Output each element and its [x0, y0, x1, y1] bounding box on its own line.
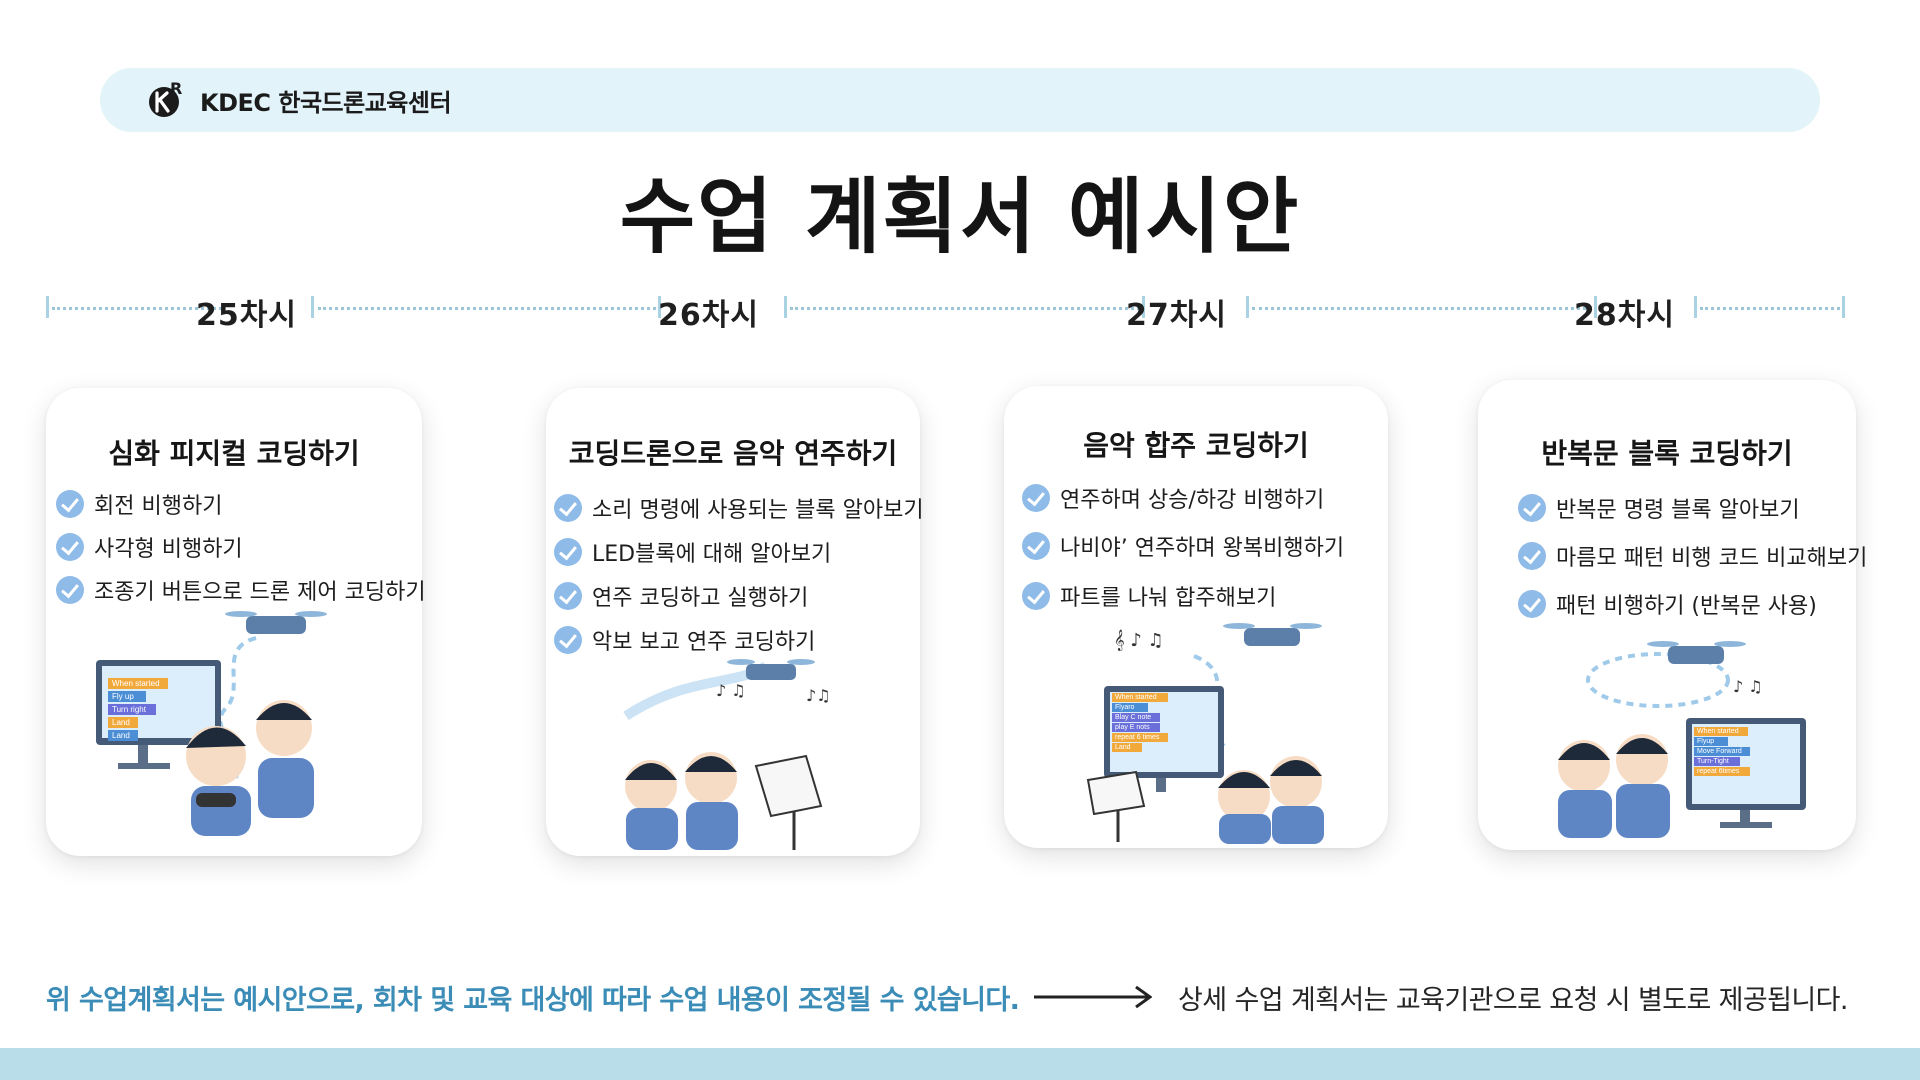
check-icon	[56, 533, 84, 561]
timeline-tick	[1842, 296, 1845, 318]
session-card-25: 심화 피지컬 코딩하기 회전 비행하기 사각형 비행하기 조종기 버튼으로 드론…	[46, 388, 426, 856]
code-block: Flyup	[1694, 737, 1728, 746]
check-icon	[1022, 532, 1050, 560]
svg-text:♪ ♫: ♪ ♫	[1733, 677, 1763, 696]
timeline-dots	[52, 307, 222, 311]
list-item: 반복문 명령 블록 알아보기	[1518, 492, 1800, 524]
timeline-tick	[658, 296, 661, 318]
svg-text:𝄞 ♪ ♫: 𝄞 ♪ ♫	[1114, 630, 1164, 651]
list-item: LED블록에 대해 알아보기	[554, 536, 831, 568]
session-card-26: 코딩드론으로 음악 연주하기 소리 명령에 사용되는 블록 알아보기 LED블록…	[546, 388, 924, 856]
code-block: Blay C note	[1112, 713, 1160, 722]
code-block: Turn-Tight	[1694, 757, 1740, 766]
list-item: 연주하며 상승/하강 비행하기	[1022, 482, 1324, 514]
session-label-28: 28차시	[1574, 298, 1675, 333]
code-block-list: When started Flyaro Blay C note play E n…	[1112, 692, 1212, 753]
list-item: 악보 보고 연주 코딩하기	[554, 624, 815, 656]
code-block: Fly up	[108, 691, 146, 702]
list-item: 마름모 패턴 비행 코드 비교해보기	[1518, 540, 1867, 572]
svg-text:R: R	[170, 80, 182, 98]
page-title: 수업 계획서 예시안	[619, 170, 1301, 265]
code-block: When started	[1694, 727, 1748, 736]
timeline-tick	[1594, 296, 1597, 318]
check-icon	[554, 538, 582, 566]
session-label-27: 27차시	[1126, 298, 1227, 333]
check-icon	[56, 490, 84, 518]
code-block-list: When started Fly up Turn right Land Land	[108, 676, 208, 743]
code-block: play E nots	[1112, 723, 1160, 732]
code-block: Land	[1112, 743, 1142, 752]
list-item: 파트를 나눠 합주해보기	[1022, 580, 1276, 612]
list-item: 연주 코딩하고 실행하기	[554, 580, 808, 612]
code-block: Move Forward	[1694, 747, 1750, 756]
timeline-tick	[1694, 296, 1697, 318]
timeline-tick	[311, 296, 314, 318]
code-block: repeat 6times	[1694, 767, 1750, 776]
card-title: 심화 피지컬 코딩하기	[108, 437, 360, 470]
timeline-tick	[46, 296, 49, 318]
check-icon	[554, 626, 582, 654]
list-item: 조종기 버튼으로 드론 제어 코딩하기	[56, 574, 426, 606]
detail-note: 상세 수업 계획서는 교육기관으로 요청 시 별도로 제공됩니다.	[1178, 985, 1848, 1016]
code-block: When started	[108, 678, 168, 689]
check-icon	[56, 576, 84, 604]
session-timeline: 25차시 26차시 27차시 28차시	[46, 290, 1846, 333]
timeline-dots	[1252, 307, 1592, 311]
brand-name: KDEC 한국드론교육센터	[200, 88, 452, 117]
kr-drone-logo-icon: R	[148, 79, 188, 120]
session-label-25: 25차시	[196, 298, 297, 333]
code-block: Flyaro	[1112, 703, 1148, 712]
list-item: 사각형 비행하기	[56, 531, 243, 563]
code-block: Land	[108, 717, 138, 728]
card-title: 코딩드론으로 음악 연주하기	[568, 437, 898, 470]
list-item: 나비야’ 연주하며 왕복비행하기	[1022, 530, 1344, 562]
svg-text:♪ ♫: ♪ ♫	[716, 681, 746, 700]
check-icon	[1518, 494, 1546, 522]
code-block-list: When started Flyup Move Forward Turn-Tig…	[1694, 726, 1794, 777]
arrow-right-icon	[1034, 985, 1152, 1009]
timeline-tick	[1246, 296, 1249, 318]
timeline-tick	[784, 296, 787, 318]
adjustment-note: 위 수업계획서는 예시안으로, 회차 및 교육 대상에 따라 수업 내용이 조정…	[46, 985, 1020, 1016]
code-block: When started	[1112, 693, 1168, 702]
code-block: Land	[108, 730, 138, 741]
header-bar: R KDEC 한국드론교육센터	[100, 68, 1820, 132]
check-icon	[1518, 542, 1546, 570]
session-card-27: 음악 합주 코딩하기 연주하며 상승/하강 비행하기 나비야’ 연주하며 왕복비…	[1004, 386, 1388, 848]
list-item: 회전 비행하기	[56, 488, 222, 520]
code-block: repeat 6 times	[1112, 733, 1168, 742]
check-icon	[1022, 484, 1050, 512]
session-card-28: 반복문 블록 코딩하기 반복문 명령 블록 알아보기 마름모 패턴 비행 코드 …	[1478, 380, 1867, 850]
students-music-drone-illustration: ♪ ♫ ♪♫	[623, 659, 831, 850]
check-icon	[1022, 582, 1050, 610]
timeline-dots	[790, 307, 1140, 311]
svg-text:♪♫: ♪♫	[806, 686, 831, 705]
card-title: 반복문 블록 코딩하기	[1541, 437, 1793, 470]
timeline-dots	[318, 307, 656, 311]
session-label-26: 26차시	[658, 298, 759, 333]
bottom-bar	[0, 1048, 1920, 1080]
check-icon	[1518, 590, 1546, 618]
card-title: 음악 합주 코딩하기	[1083, 429, 1309, 462]
check-icon	[554, 494, 582, 522]
timeline-tick	[1142, 296, 1145, 318]
code-block: Turn right	[108, 704, 156, 715]
check-icon	[554, 582, 582, 610]
list-item: 패턴 비행하기 (반복문 사용)	[1518, 588, 1817, 620]
list-item: 소리 명령에 사용되는 블록 알아보기	[554, 492, 924, 524]
timeline-dots	[1700, 307, 1840, 311]
